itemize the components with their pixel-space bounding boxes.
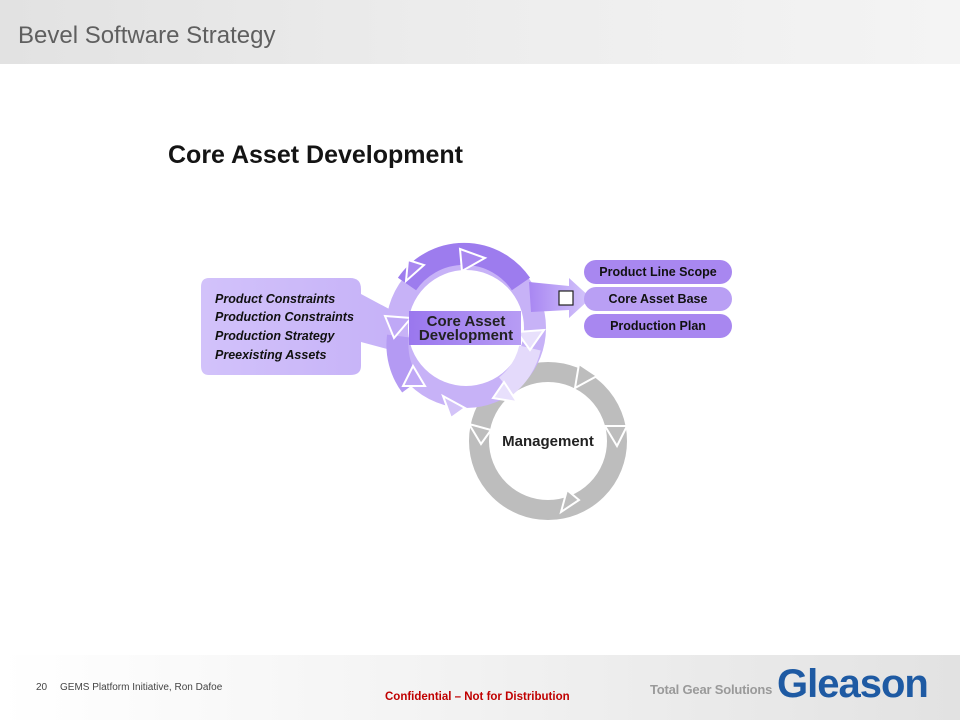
output-label: Production Plan xyxy=(610,319,706,333)
output-pills xyxy=(584,260,732,338)
input-item: Production Constraints xyxy=(215,310,354,324)
input-item: Preexisting Assets xyxy=(215,348,326,362)
slide-header: Bevel Software Strategy xyxy=(0,0,960,64)
slide-footer xyxy=(0,655,960,720)
output-checkbox xyxy=(558,290,574,306)
output-label: Product Line Scope xyxy=(599,265,716,279)
presenter-info: GEMS Platform Initiative, Ron Dafoe xyxy=(60,682,223,693)
management-cycle xyxy=(466,362,629,520)
gleason-logo: Gleason xyxy=(777,662,929,706)
core-cycle-label: Core Asset xyxy=(427,313,506,330)
core-asset-diagram: Product Constraints Production Constrain… xyxy=(195,238,755,538)
core-asset-cycle xyxy=(383,242,547,420)
core-cycle-label: Development xyxy=(419,327,513,344)
input-item: Product Constraints xyxy=(215,292,335,306)
confidential-notice: Confidential – Not for Distribution xyxy=(385,691,570,703)
company-tagline: Total Gear Solutions xyxy=(650,682,773,697)
input-item: Production Strategy xyxy=(215,329,336,343)
management-label: Management xyxy=(502,433,594,450)
page-number: 20 xyxy=(36,682,48,693)
slide-title: Bevel Software Strategy xyxy=(18,22,276,49)
inputs-box xyxy=(201,278,391,375)
output-label: Core Asset Base xyxy=(609,292,708,306)
slide-heading: Core Asset Development xyxy=(168,141,463,169)
